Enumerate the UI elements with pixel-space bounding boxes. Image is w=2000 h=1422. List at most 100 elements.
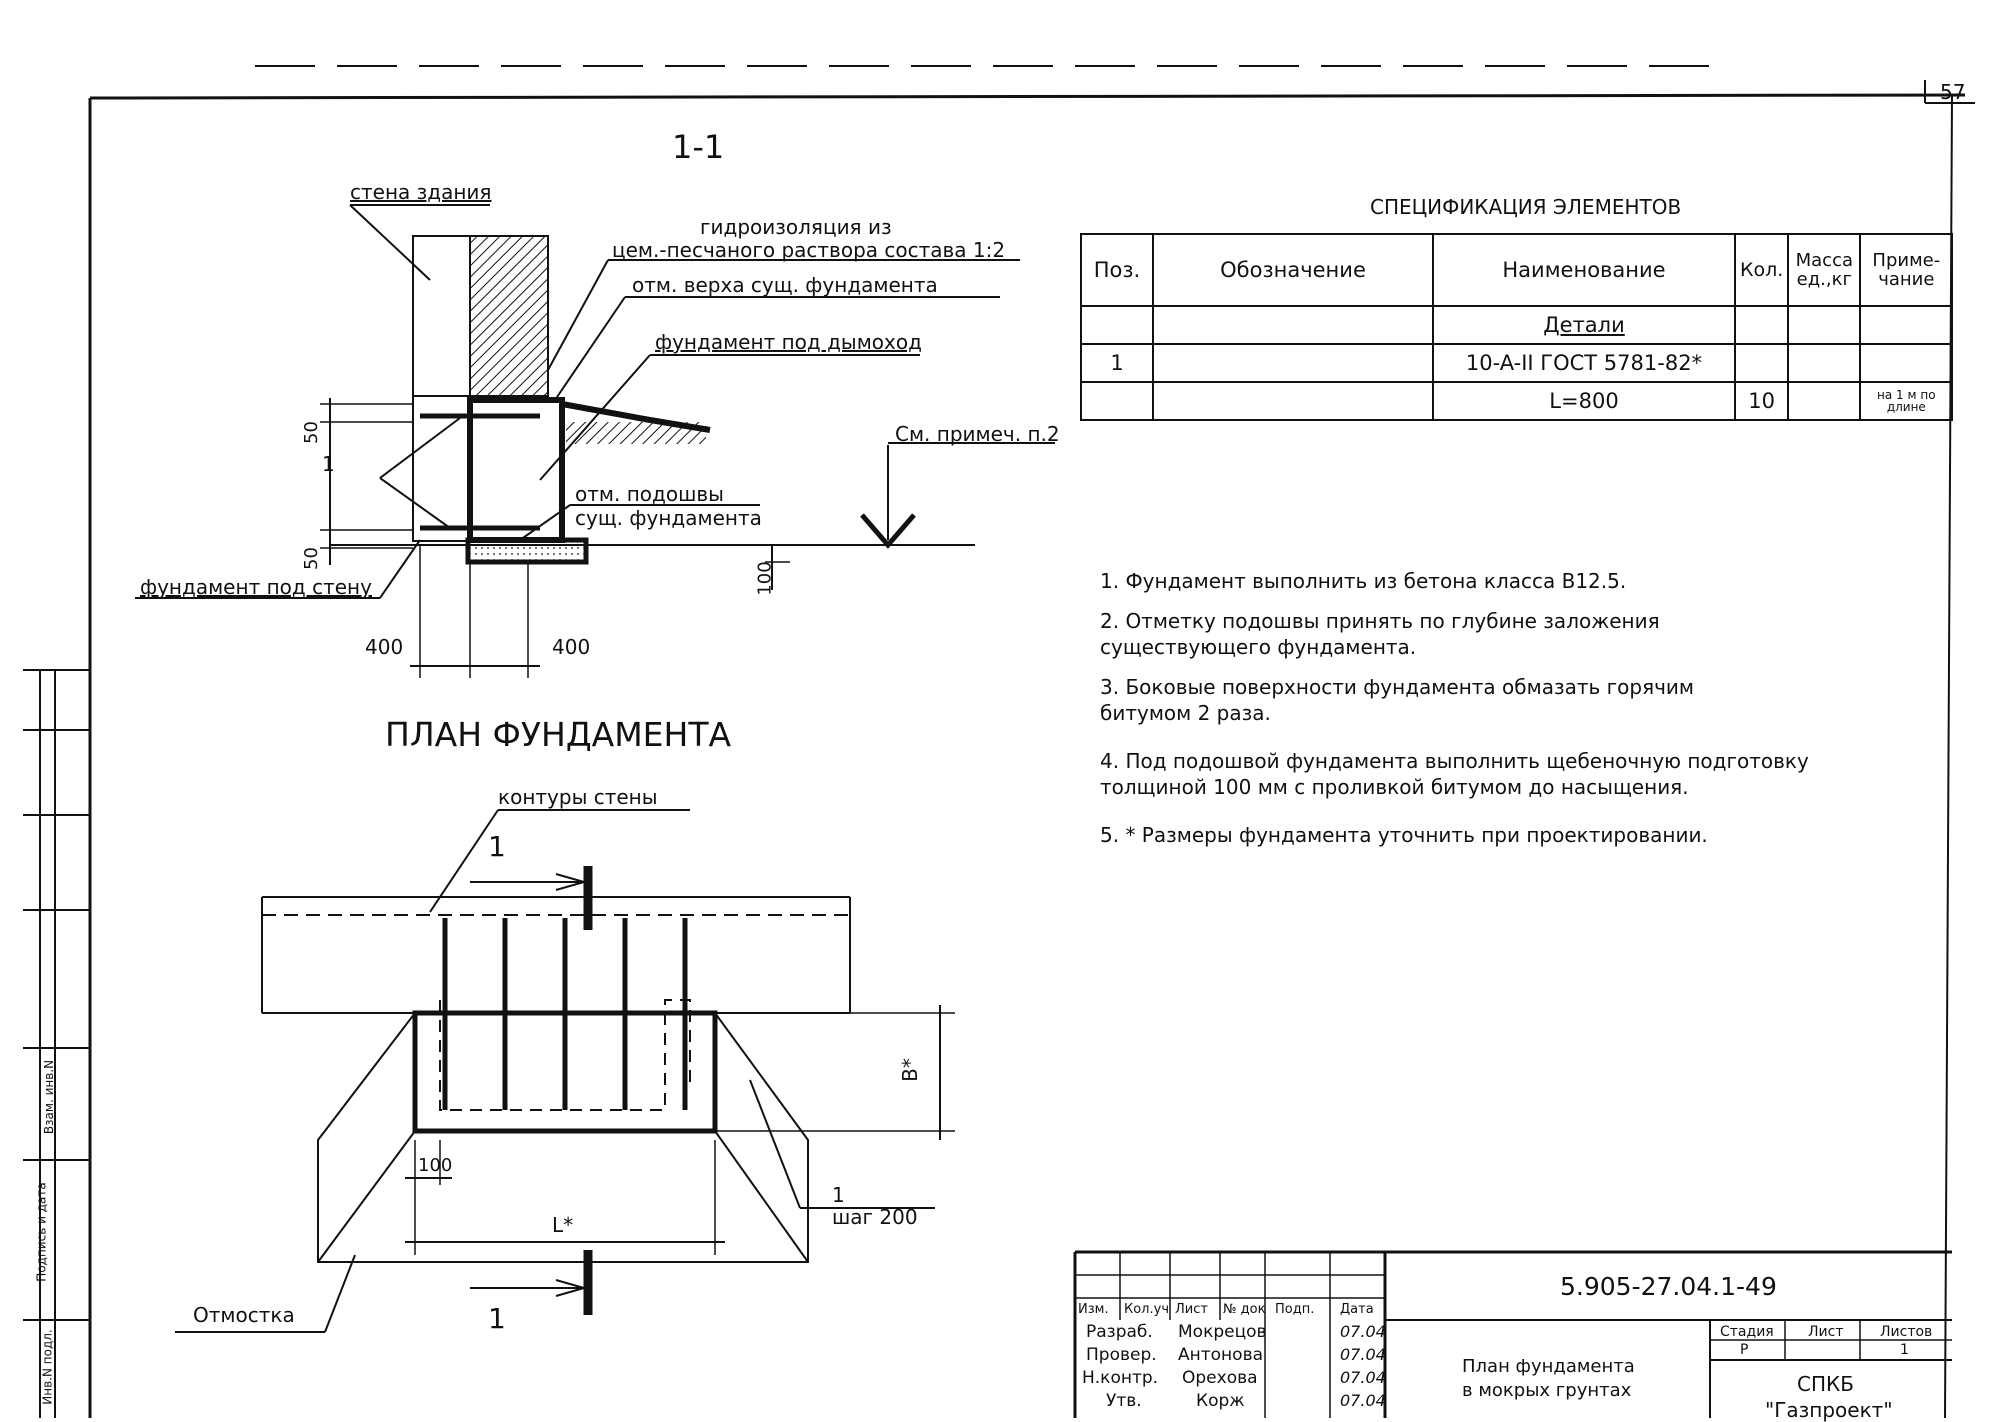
tb-name: Антонова — [1178, 1345, 1263, 1365]
label-section-pos: 1 — [322, 452, 335, 476]
label-wall: стена здания — [350, 180, 492, 204]
section-drawing — [135, 204, 1055, 678]
plan-drawing — [175, 809, 955, 1333]
label-waterproofing-2: цем.-песчаного раствора состава 1:2 — [612, 238, 1006, 262]
tb-sheets-header: Листов — [1880, 1324, 1933, 1340]
tb-sheet-header: Лист — [1808, 1324, 1844, 1340]
spec-cell-mass — [1787, 381, 1862, 421]
spec-header-mass-1: Масса — [1795, 250, 1853, 271]
spec-header-name: Наименование — [1432, 233, 1736, 307]
note-item: 5. * Размеры фундамента уточнить при про… — [1100, 823, 1708, 847]
spec-header-designation: Обозначение — [1152, 233, 1434, 307]
dim-400-right: 400 — [552, 635, 591, 659]
tb-header-data: Дата — [1340, 1302, 1374, 1317]
spec-cell-mass — [1787, 343, 1862, 383]
label-wall-contour: контуры стены — [498, 785, 658, 809]
sheet-number: 57 — [1940, 80, 1966, 104]
label-waterproofing-1: гидроизоляция из — [700, 215, 892, 239]
tb-name: Корж — [1196, 1391, 1245, 1411]
plan-title: ПЛАН ФУНДАМЕНТА — [385, 715, 732, 754]
tb-role: Провер. — [1086, 1345, 1157, 1365]
spec-header-note-2: чание — [1878, 269, 1935, 290]
title-block-frame — [1073, 1250, 1952, 1418]
label-cut-bottom: 1 — [488, 1302, 506, 1335]
spec-header-row: Поз. Обозначение Наименование Кол. Масса… — [1080, 233, 1954, 307]
label-wall-foundation: фундамент под стену — [140, 575, 372, 599]
tb-header-podp: Подп. — [1275, 1302, 1315, 1317]
spec-cell-qty: 10 — [1733, 381, 1790, 421]
tb-org-2: "Газпроект" — [1765, 1398, 1893, 1422]
spec-cell-name: 10-A-II ГОСТ 5781-82* — [1432, 343, 1736, 383]
label-blind-area: Отмостка — [193, 1303, 295, 1327]
label-cut-top: 1 — [488, 830, 506, 863]
spec-cell-mass — [1787, 305, 1862, 345]
note-item: 3. Боковые поверхности фундамента обмаза… — [1100, 675, 1695, 725]
tb-date: 07.04 — [1340, 1322, 1386, 1341]
spec-row: Детали — [1080, 305, 1954, 345]
doc-title-2: в мокрых грунтах — [1462, 1380, 1632, 1401]
tb-stage-header: Стадия — [1720, 1324, 1774, 1340]
dim-100: 100 — [754, 561, 776, 596]
label-chimney-foundation: фундамент под дымоход — [655, 330, 922, 354]
dim-400-left: 400 — [365, 635, 404, 659]
doc-code: 5.905-27.04.1-49 — [1560, 1272, 1777, 1301]
label-existing-top: отм. верха сущ. фундамента — [632, 273, 938, 297]
notes-list: 1. Фундамент выполнить из бетона класса … — [1100, 568, 1860, 862]
section-title: 1-1 — [672, 128, 725, 166]
tb-header-ndoc: № док — [1223, 1302, 1266, 1317]
note-item: 1. Фундамент выполнить из бетона класса … — [1100, 569, 1627, 593]
spec-cell-designation — [1152, 305, 1434, 345]
doc-title-1: План фундамента — [1462, 1356, 1635, 1377]
tb-role: Н.контр. — [1082, 1368, 1159, 1388]
spec-cell-name: Детали — [1432, 305, 1736, 345]
label-see-note: См. примеч. п.2 — [895, 422, 1060, 446]
dim-50-top: 50 — [300, 421, 322, 444]
spec-cell-designation — [1152, 343, 1434, 383]
side-stamp-vzam-inv: Взам. инв.N — [42, 1059, 57, 1135]
label-base-level-2: сущ. фундамента — [575, 506, 762, 530]
tb-role: Утв. — [1106, 1391, 1142, 1411]
note-item: 4. Под подошвой фундамента выполнить щеб… — [1100, 749, 1809, 799]
dim-b: B* — [897, 1058, 922, 1082]
tb-role: Разраб. — [1086, 1322, 1153, 1342]
tb-header-list: Лист — [1175, 1302, 1208, 1317]
spec-title: СПЕЦИФИКАЦИЯ ЭЛЕМЕНТОВ — [1370, 195, 1682, 219]
spec-cell-pos: 1 — [1080, 343, 1154, 383]
side-stamp-grid — [23, 669, 90, 1418]
tb-name: Орехова — [1182, 1368, 1258, 1388]
tb-date: 07.04 — [1340, 1345, 1386, 1364]
note-item: 2. Отметку подошвы принять по глубине за… — [1100, 609, 1660, 659]
side-stamp-inv-podl: Инв.N подл. — [40, 1329, 55, 1405]
spec-cell-designation — [1152, 381, 1434, 421]
tb-header-kol: Кол.уч — [1124, 1302, 1169, 1317]
spec-cell-pos — [1080, 305, 1154, 345]
label-step: шаг 200 — [832, 1205, 918, 1229]
side-stamp-podp-data: Подпись и дата — [34, 1182, 49, 1282]
spec-cell-qty — [1733, 343, 1790, 383]
spec-table: Поз. Обозначение Наименование Кол. Масса… — [1080, 233, 1954, 421]
tb-stage: Р — [1740, 1342, 1749, 1358]
spec-cell-pos — [1080, 381, 1154, 421]
spec-header-mass-2: ед.,кг — [1796, 269, 1852, 290]
spec-cell-note — [1859, 343, 1954, 383]
tb-header-izm: Изм. — [1078, 1302, 1109, 1317]
label-base-level-1: отм. подошвы — [575, 482, 724, 506]
tb-date: 07.04 — [1340, 1391, 1386, 1410]
spec-header-pos: Поз. — [1080, 233, 1154, 307]
spec-cell-note: на 1 м по длине — [1859, 381, 1954, 421]
spec-cell-qty — [1733, 305, 1790, 345]
tb-date: 07.04 — [1340, 1368, 1386, 1387]
spec-header-qty: Кол. — [1733, 233, 1790, 307]
spec-header-note-1: Приме- — [1872, 250, 1941, 271]
spec-header-note: Приме-чание — [1859, 233, 1954, 307]
dim-50-bottom: 50 — [300, 547, 322, 570]
tb-sheets: 1 — [1900, 1342, 1909, 1358]
label-plan-pos: 1 — [832, 1183, 845, 1207]
tb-name: Мокрецов — [1178, 1322, 1267, 1342]
tb-org-1: СПКБ — [1797, 1372, 1854, 1396]
dim-l: L* — [552, 1213, 574, 1237]
spec-row: L=800 10 на 1 м по длине — [1080, 381, 1954, 421]
dim-100-plan: 100 — [418, 1155, 453, 1176]
